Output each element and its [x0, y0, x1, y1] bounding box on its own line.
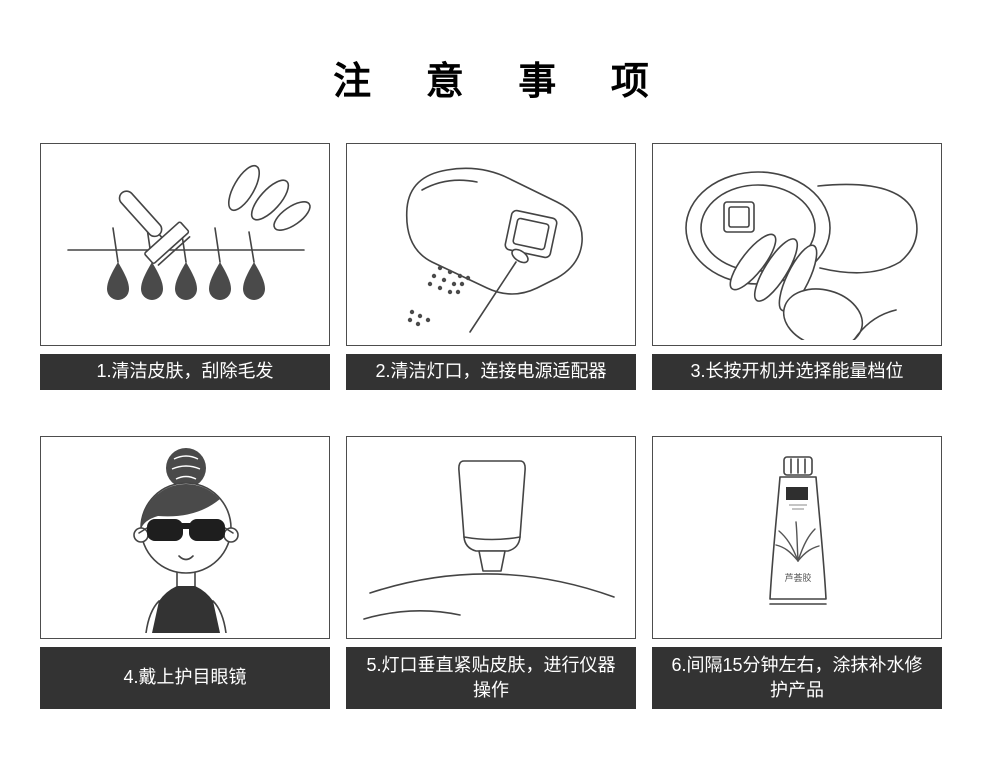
step-1: 1.清洁皮肤，刮除毛发: [40, 143, 330, 390]
step-6-panel: 芦荟胶: [652, 436, 942, 639]
step-3-panel: [652, 143, 942, 346]
step-3-caption: 3.长按开机并选择能量档位: [652, 354, 942, 390]
step-4-panel: [40, 436, 330, 639]
step-5: 5.灯口垂直紧贴皮肤，进行仪器操作: [346, 436, 636, 709]
press-power-button-icon: [685, 170, 918, 340]
razor-shaving-icon: [67, 164, 311, 300]
step-4: 4.戴上护目眼镜: [40, 436, 330, 709]
step-2-panel: [346, 143, 636, 346]
aloe-gel-tube-icon: 芦荟胶: [769, 455, 827, 605]
step-5-caption: 5.灯口垂直紧贴皮肤，进行仪器操作: [346, 647, 636, 709]
girl-wearing-goggles-icon: [133, 447, 239, 633]
clean-lamp-port-icon: [405, 167, 583, 333]
step-3: 3.长按开机并选择能量档位: [652, 143, 942, 390]
tube-label: 芦荟胶: [784, 572, 811, 583]
steps-row-1: 1.清洁皮肤，刮除毛发: [0, 143, 982, 390]
step-2: 2.清洁灯口，连接电源适配器: [346, 143, 636, 390]
step-1-panel: [40, 143, 330, 346]
step-1-caption: 1.清洁皮肤，刮除毛发: [40, 354, 330, 390]
step-6: 芦荟胶 6.间隔15分钟左右，涂抹补水修护产品: [652, 436, 942, 709]
page-title: 注 意 事 项: [333, 61, 671, 103]
step-6-caption: 6.间隔15分钟左右，涂抹补水修护产品: [652, 647, 942, 709]
step-5-panel: [346, 436, 636, 639]
steps-row-2: 4.戴上护目眼镜 5.灯口垂直紧贴皮肤，进行仪器操作: [0, 436, 982, 709]
step-2-caption: 2.清洁灯口，连接电源适配器: [346, 354, 636, 390]
step-4-caption: 4.戴上护目眼镜: [40, 647, 330, 709]
device-perpendicular-skin-icon: [363, 459, 615, 620]
